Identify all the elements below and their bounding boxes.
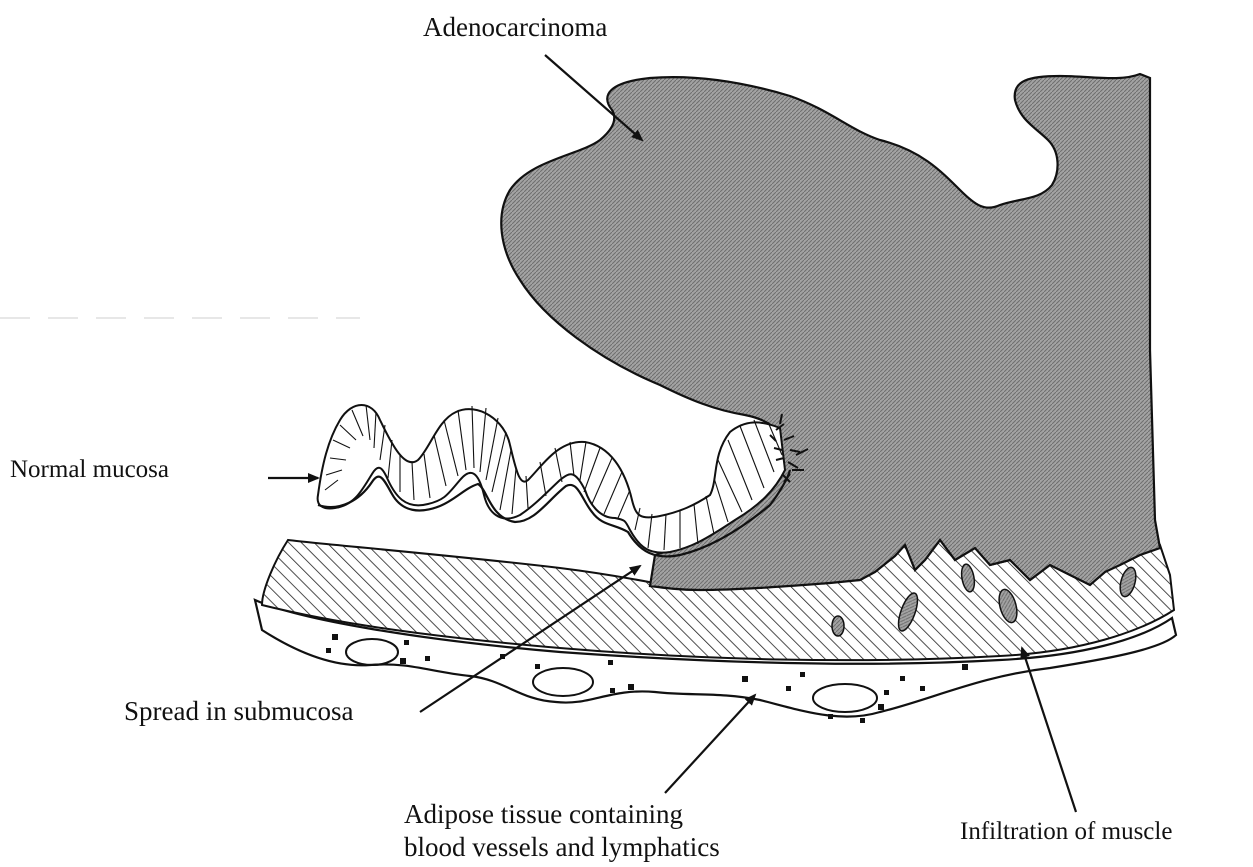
label-adipose-line2: blood vessels and lymphatics <box>404 831 720 864</box>
arrow-adipose <box>665 695 755 793</box>
arrow-muscle <box>1022 648 1076 812</box>
label-adipose: Adipose tissue containing blood vessels … <box>404 798 720 864</box>
label-normal-mucosa: Normal mucosa <box>10 455 169 485</box>
label-adenocarcinoma: Adenocarcinoma <box>423 12 607 42</box>
label-spread-submucosa: Spread in submucosa <box>124 696 353 726</box>
label-infiltration-muscle: Infiltration of muscle <box>960 817 1172 847</box>
label-adipose-line1: Adipose tissue containing <box>404 798 720 831</box>
